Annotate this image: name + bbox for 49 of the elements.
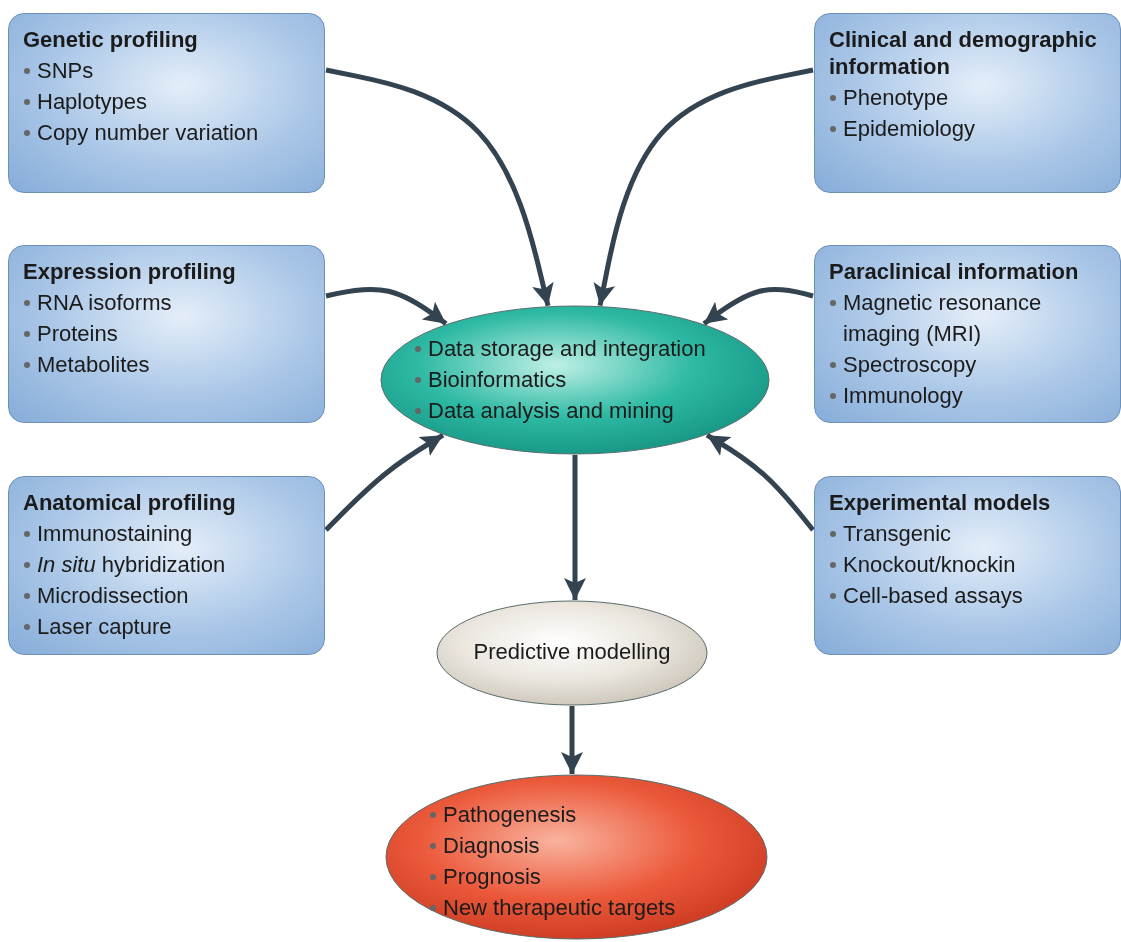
bullet-item: In situ hybridization (23, 549, 314, 580)
ellipse-label: Predictive modelling (472, 638, 672, 666)
bullet-item: Data storage and integration (414, 333, 754, 364)
bullet-item: Immunology (829, 380, 1110, 411)
bullet-item: Bioinformatics (414, 364, 754, 395)
bullet-item: RNA isoforms (23, 287, 314, 318)
box-heading: Experimental models (829, 489, 1052, 516)
bullet-item: Transgenic (829, 518, 1110, 549)
process-ellipse (436, 600, 708, 706)
box-heading: Paraclinical information (829, 258, 1080, 285)
bullet-item: Knockout/knockin (829, 549, 1110, 580)
bullet-item: Laser capture (23, 611, 314, 642)
arrow (705, 433, 815, 532)
bullet-item: Data analysis and mining (414, 395, 754, 426)
bullet-item: Prognosis (429, 861, 729, 892)
bullet-item: Haplotypes (23, 86, 314, 117)
bullet-item: Magnetic resonance imaging (MRI) (829, 287, 1110, 349)
box-heading: Anatomical profiling (23, 489, 237, 516)
bullet-item: Phenotype (829, 82, 1110, 113)
arrow (702, 286, 814, 326)
category-box (814, 13, 1121, 193)
bullet-item: Epidemiology (829, 113, 1110, 144)
box-heading: Clinical and demographic information (829, 26, 1098, 80)
bullet-item: Immunostaining (23, 518, 314, 549)
bullet-item: Microdissection (23, 580, 314, 611)
process-ellipse (385, 774, 768, 940)
bullet-item: Metabolites (23, 349, 314, 380)
arrow (325, 67, 554, 307)
bullet-item: Spectroscopy (829, 349, 1110, 380)
arrow (561, 706, 583, 774)
bullet-item: Cell-based assays (829, 580, 1110, 611)
bullet-item: SNPs (23, 55, 314, 86)
arrow (564, 455, 586, 600)
category-box (814, 245, 1121, 423)
arrow (325, 286, 448, 326)
category-box (8, 476, 325, 655)
arrow (593, 67, 814, 307)
process-ellipse (380, 305, 770, 455)
arrow (324, 433, 445, 532)
category-box (814, 476, 1121, 655)
box-heading: Expression profiling (23, 258, 237, 285)
bullet-item: Copy number variation (23, 117, 314, 148)
bullet-item: Proteins (23, 318, 314, 349)
bullet-item: Pathogenesis (429, 799, 729, 830)
bullet-item: New therapeutic targets (429, 892, 729, 923)
category-box (8, 13, 325, 193)
box-heading: Genetic profiling (23, 26, 199, 53)
category-box (8, 245, 325, 423)
bullet-item: Diagnosis (429, 830, 729, 861)
